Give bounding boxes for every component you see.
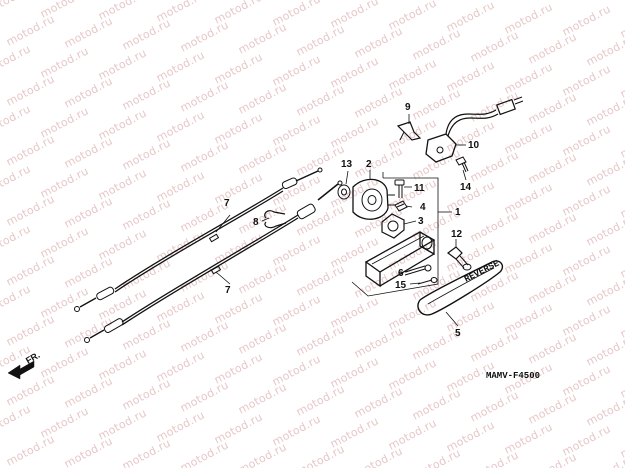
collar[interactable]	[394, 200, 408, 212]
callout-8: 8	[253, 217, 259, 228]
switch-screw[interactable]	[455, 156, 469, 173]
callout-3: 3	[418, 216, 424, 227]
throttle-cable-upper[interactable]	[74, 167, 323, 312]
diagram-code: MAMV-F4500	[486, 371, 540, 381]
throttle-grip-pipe[interactable]	[364, 231, 436, 288]
front-direction-arrow-icon	[7, 360, 35, 380]
grip-cover[interactable]	[417, 260, 504, 316]
leader-lines	[215, 114, 467, 327]
callout-12: 12	[451, 229, 463, 240]
callout-7-lower: 7	[225, 285, 231, 296]
assembly-group-bracket	[351, 172, 452, 297]
switch-with-wire[interactable]	[425, 96, 524, 163]
callout-11: 11	[414, 183, 425, 194]
callout-7-upper: 7	[224, 198, 230, 209]
front-direction-label: FR.	[24, 350, 42, 366]
cable-clip[interactable]	[264, 210, 287, 229]
cable-seal-lower	[210, 265, 222, 275]
throttle-pipe-end[interactable]	[381, 213, 405, 239]
pin[interactable]	[404, 264, 432, 276]
bolt-small[interactable]	[417, 277, 438, 285]
callout-14: 14	[460, 182, 472, 193]
callout-9: 9	[405, 102, 411, 113]
callout-1: 1	[455, 207, 461, 218]
throttle-cable-lower[interactable]	[84, 180, 343, 343]
washer[interactable]	[337, 184, 351, 200]
callout-6: 6	[398, 268, 404, 279]
callout-10: 10	[468, 140, 480, 151]
screw[interactable]	[394, 179, 405, 198]
callout-13: 13	[341, 159, 353, 170]
callout-4: 4	[420, 202, 426, 213]
callout-5: 5	[455, 328, 461, 339]
cable-seal-upper	[208, 233, 220, 243]
switch-bracket[interactable]	[396, 121, 422, 141]
grip-end-bolt[interactable]	[447, 246, 472, 271]
callout-2: 2	[366, 159, 372, 170]
throttle-pulley-housing[interactable]	[352, 178, 395, 220]
grip-cover-label: REVERSE	[463, 258, 502, 284]
callout-15: 15	[395, 280, 407, 291]
